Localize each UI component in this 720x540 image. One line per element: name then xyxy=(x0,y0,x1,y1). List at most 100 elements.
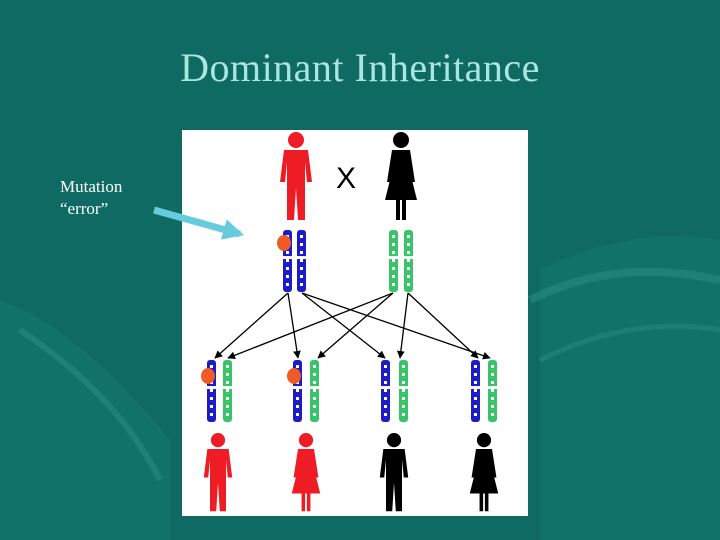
chromosome-band xyxy=(474,373,477,376)
chromosome-band xyxy=(313,397,316,400)
child-4-chromosome-2 xyxy=(487,360,498,422)
chromosome-band xyxy=(286,283,289,286)
chromosome-centromere xyxy=(487,386,498,390)
parent-father-mutation-marker xyxy=(277,235,291,251)
chromosome-band xyxy=(474,413,477,416)
chromosome-centromere xyxy=(470,386,481,390)
arrow-father-to-child-3 xyxy=(301,292,386,359)
chromosome-band xyxy=(313,373,316,376)
chromosome-band xyxy=(491,413,494,416)
chromosome-band xyxy=(313,405,316,408)
chromosome-band xyxy=(300,283,303,286)
parent-mother-chromosome-1 xyxy=(388,230,399,292)
chromosome-band xyxy=(210,413,213,416)
chromosome-band xyxy=(407,267,410,270)
child-2 xyxy=(291,433,321,512)
chromosome-band xyxy=(491,389,494,392)
child-2-mutation-marker xyxy=(287,368,301,384)
mutation-annotation: Mutation “error” xyxy=(60,176,122,220)
chromosome-band xyxy=(286,259,289,262)
chromosome-band xyxy=(296,365,299,368)
chromosome-band xyxy=(296,413,299,416)
chromosome-centromere xyxy=(388,256,399,260)
arrow-father-to-child-2 xyxy=(287,292,301,359)
chromosome-band xyxy=(296,397,299,400)
chromosome-band xyxy=(286,267,289,270)
chromosome-band xyxy=(313,365,316,368)
annotation-line-2: “error” xyxy=(60,199,109,218)
chromosome-band xyxy=(384,389,387,392)
chromosome-band xyxy=(392,251,395,254)
chromosome-band xyxy=(226,413,229,416)
chromosome-band xyxy=(210,389,213,392)
child-4 xyxy=(469,433,499,512)
child-1-mutation-marker xyxy=(201,368,215,384)
chromosome-band xyxy=(402,381,405,384)
chromosome-band xyxy=(313,389,316,392)
chromosome-centromere xyxy=(380,386,391,390)
person-head xyxy=(386,433,402,448)
chromosome-band xyxy=(313,413,316,416)
chromosome-band xyxy=(384,413,387,416)
chromosome-band xyxy=(392,243,395,246)
chromosome-band xyxy=(210,365,213,368)
parent-father-chromosome-2 xyxy=(296,230,307,292)
person-head xyxy=(210,433,226,448)
chromosome-band xyxy=(407,243,410,246)
chromosome-band xyxy=(226,405,229,408)
chromosome-band xyxy=(300,251,303,254)
person-body xyxy=(469,449,499,512)
chromosome-band xyxy=(210,397,213,400)
chromosome-band xyxy=(491,365,494,368)
chromosome-band xyxy=(296,405,299,408)
chromosome-band xyxy=(384,405,387,408)
chromosome-band xyxy=(226,373,229,376)
chromosome-centromere xyxy=(222,386,233,390)
diagram-panel xyxy=(182,130,528,516)
slide-title: Dominant Inheritance xyxy=(180,45,540,90)
chromosome-centromere xyxy=(292,386,303,390)
arrow-mother-to-child-4 xyxy=(407,292,479,359)
chromosome-band xyxy=(296,389,299,392)
chromosome-band xyxy=(402,397,405,400)
inheritance-arrows xyxy=(214,292,491,360)
child-2-chromosome-2 xyxy=(309,360,320,422)
arrow-father-to-child-4 xyxy=(301,292,491,360)
child-1 xyxy=(203,433,233,512)
mutation-callout-arrow xyxy=(153,206,245,240)
chromosome-band xyxy=(474,381,477,384)
person-head xyxy=(393,132,409,148)
person-body xyxy=(291,449,321,512)
chromosome-band xyxy=(384,373,387,376)
chromosome-band xyxy=(392,259,395,262)
person-head xyxy=(476,433,492,448)
chromosome-band xyxy=(491,381,494,384)
chromosome-centromere xyxy=(398,386,409,390)
chromosome-band xyxy=(491,397,494,400)
person-head xyxy=(298,433,314,448)
chromosome-band xyxy=(407,235,410,238)
arrow-mother-to-child-3 xyxy=(396,292,409,359)
chromosome-band xyxy=(300,243,303,246)
chromosome-band xyxy=(226,397,229,400)
chromosome-band xyxy=(226,365,229,368)
chromosome-centromere xyxy=(296,256,307,260)
chromosome-band xyxy=(474,389,477,392)
chromosome-band xyxy=(491,373,494,376)
person-body xyxy=(280,150,312,220)
annotation-line-1: Mutation xyxy=(60,177,123,196)
chromosome-band xyxy=(402,373,405,376)
cross-symbol: X xyxy=(336,162,357,195)
parent-mother-chromosome-2 xyxy=(403,230,414,292)
child-3 xyxy=(379,433,409,512)
chromosome-band xyxy=(402,389,405,392)
chromosome-band xyxy=(402,405,405,408)
chromosome-band xyxy=(384,365,387,368)
chromosome-centromere xyxy=(206,386,217,390)
chromosome-band xyxy=(300,267,303,270)
chromosome-band xyxy=(407,275,410,278)
chromosome-centromere xyxy=(403,256,414,260)
person-body xyxy=(385,150,417,220)
person-head xyxy=(288,132,304,148)
chromosome-band xyxy=(392,275,395,278)
